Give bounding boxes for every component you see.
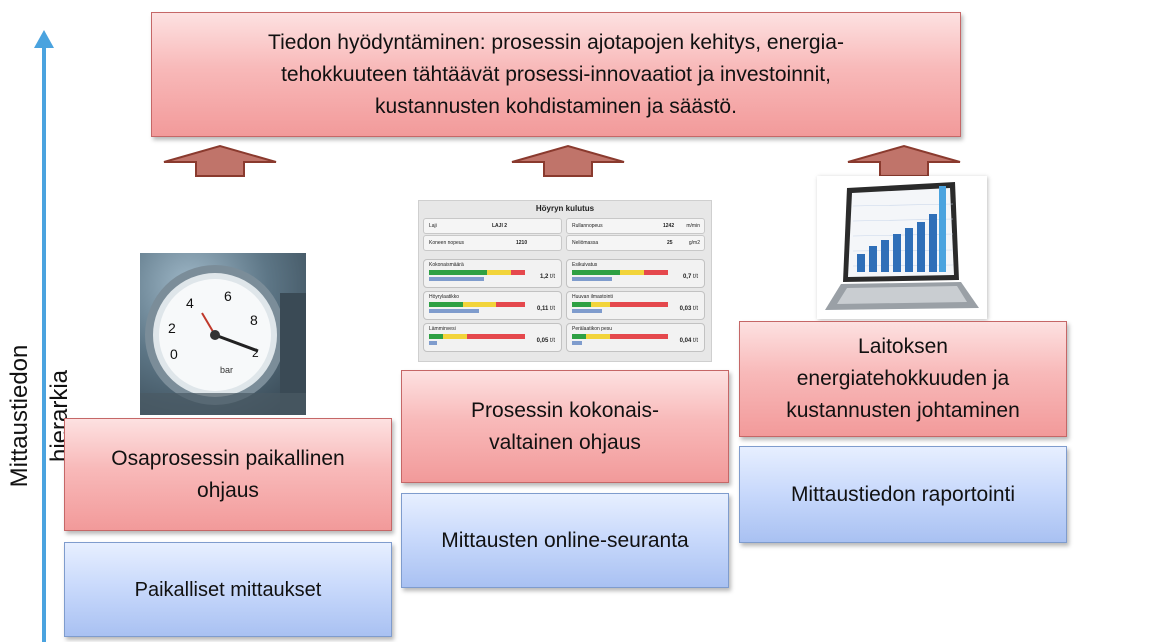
local-control-text: Osaprosessin paikallinen ohjaus — [111, 446, 345, 502]
dashboard-info-reel-speed: Rullannopeus 1242 m/min — [566, 218, 705, 234]
card-value: 0,03 t/t — [679, 306, 698, 312]
gauge-tick-2: 2 — [168, 320, 176, 336]
dashboard-info-grade: Laji LAJI 2 — [423, 218, 562, 234]
laptop-chart-photo — [817, 176, 987, 319]
info-value: 1242 — [663, 223, 675, 229]
card-value: 1,2 t/t — [539, 274, 555, 280]
card-bar-level — [572, 341, 582, 345]
pressure-gauge-photo: 0 2 4 6 8 2 bar — [140, 253, 306, 415]
info-key: Neliömassa — [572, 240, 599, 246]
info-key: Koneen nopeus — [429, 240, 465, 246]
info-key: Laji — [429, 223, 437, 229]
local-measurements-box: Paikalliset mittaukset — [64, 542, 392, 637]
card-bar — [572, 334, 668, 339]
card-bar-level — [572, 309, 602, 313]
dashboard-card: Huuvan ilmastointi 0,03 t/t — [566, 291, 705, 320]
gauge-icon: 0 2 4 6 8 2 bar — [140, 265, 306, 415]
gauge-dial-text: bar — [220, 365, 233, 375]
dashboard-card: Höyrylaatikko 0,11 t/t — [423, 291, 562, 320]
top-box-text: Tiedon hyödyntäminen: prosessin ajotapoj… — [268, 30, 844, 118]
online-monitoring-text: Mittausten online-seuranta — [441, 528, 689, 552]
card-name: Perälaatikon pesu — [572, 326, 613, 332]
process-control-box: Prosessin kokonais- valtainen ohjaus — [401, 370, 729, 483]
info-unit: m/min — [686, 223, 700, 229]
steam-consumption-dashboard: Höyryn kulutus Laji LAJI 2 Rullannopeus … — [418, 200, 712, 362]
info-value: 25 — [667, 240, 673, 246]
online-monitoring-box: Mittausten online-seuranta — [401, 493, 729, 588]
dashboard-card: Esikuivatus 0,7 t/t — [566, 259, 705, 288]
dashboard-card: Perälaatikon pesu 0,04 t/t — [566, 323, 705, 352]
local-control-box: Osaprosessin paikallinen ohjaus — [64, 418, 392, 531]
card-bar-level — [429, 277, 484, 281]
card-bar — [429, 302, 525, 307]
card-bar — [572, 270, 668, 275]
dashboard-info-machine-speed: Koneen nopeus 1210 — [423, 235, 562, 251]
card-bar — [429, 334, 525, 339]
reporting-text: Mittaustiedon raportointi — [790, 482, 1016, 506]
card-bar — [429, 270, 525, 275]
card-name: Esikuivatus — [572, 262, 598, 268]
info-value: 1210 — [516, 240, 528, 246]
gauge-tick-12: 2 — [252, 346, 259, 360]
plant-management-text: Laitoksen energiatehokkuuden ja kustannu… — [786, 335, 1020, 422]
card-value: 0,04 t/t — [679, 338, 698, 344]
up-arrow-middle — [511, 144, 625, 177]
plant-management-box: Laitoksen energiatehokkuuden ja kustannu… — [739, 321, 1067, 437]
card-name: Kokonaismäärä — [429, 262, 464, 268]
dashboard-card: Kokonaismäärä 1,2 t/t — [423, 259, 562, 288]
card-name: Huuvan ilmastointi — [572, 294, 613, 300]
top-box: Tiedon hyödyntäminen: prosessin ajotapoj… — [151, 12, 961, 137]
card-bar — [572, 302, 668, 307]
dashboard-title: Höyryn kulutus — [535, 204, 595, 213]
reporting-box: Mittaustiedon raportointi — [739, 446, 1067, 543]
card-name: Lämminvesi — [429, 326, 456, 332]
card-bar-level — [429, 309, 479, 313]
gauge-tick-6: 6 — [224, 288, 232, 304]
card-value: 0,11 t/t — [536, 306, 555, 312]
dashboard-info-basis-weight: Neliömassa 25 g/m2 — [566, 235, 705, 251]
gauge-tick-0: 0 — [170, 346, 178, 362]
hierarchy-axis-arrow — [34, 30, 54, 642]
up-arrow-left — [163, 144, 277, 177]
gauge-tick-8: 8 — [250, 312, 258, 328]
gauge-tick-4: 4 — [186, 295, 194, 311]
info-value: LAJI 2 — [492, 223, 508, 229]
info-unit: g/m2 — [688, 240, 700, 246]
info-key: Rullannopeus — [572, 223, 603, 229]
card-name: Höyrylaatikko — [429, 294, 460, 300]
card-bar-level — [429, 341, 437, 345]
card-value: 0,05 t/t — [536, 338, 555, 344]
card-bar-level — [572, 277, 612, 281]
axis-label: Mittaustiedon hierarkia — [6, 344, 73, 488]
laptop-icon — [825, 182, 979, 310]
process-control-text: Prosessin kokonais- valtainen ohjaus — [471, 398, 659, 454]
card-value: 0,7 t/t — [682, 274, 698, 280]
local-measurements-text: Paikalliset mittaukset — [134, 578, 322, 601]
up-arrow-right — [847, 144, 961, 177]
dashboard-card: Lämminvesi 0,05 t/t — [423, 323, 562, 352]
